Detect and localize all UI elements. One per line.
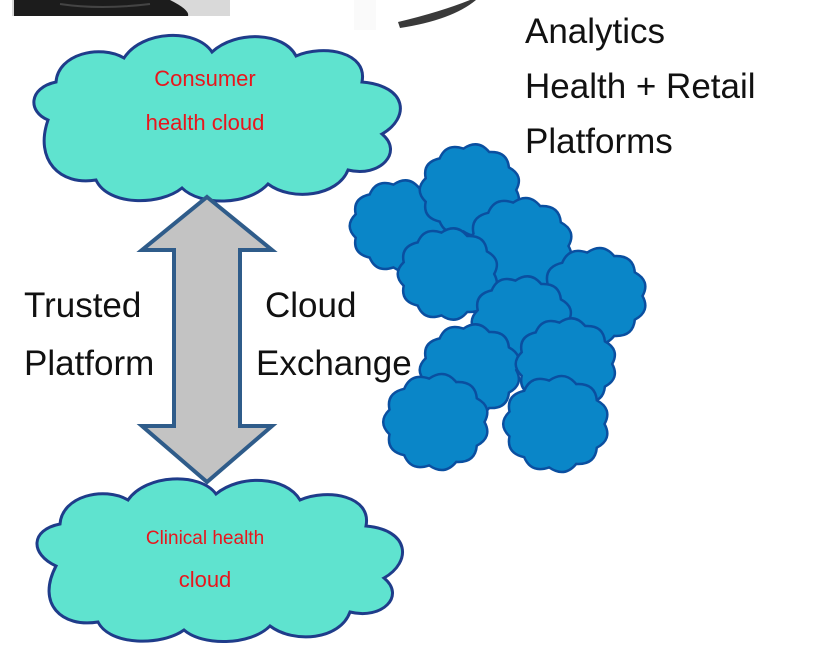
cluster-cloud-4 (396, 227, 499, 321)
label-cloud: Cloud (265, 286, 357, 325)
analytics-heading: Analytics Health + Retail Platforms (525, 4, 756, 169)
white-tab (354, 0, 376, 30)
clinical-health-cloud-shape (35, 477, 404, 644)
cloud-cluster (348, 143, 647, 474)
heading-line-3: Platforms (525, 122, 673, 161)
label-platform: Platform (24, 344, 155, 383)
label-exchange: Exchange (256, 344, 412, 383)
clinical-cloud-label-1: Clinical health (145, 528, 265, 549)
curve-fragment (398, 0, 476, 28)
double-arrow (136, 194, 278, 485)
consumer-cloud-label-2: health cloud (145, 110, 265, 135)
consumer-cloud-label-1: Consumer (154, 66, 256, 91)
label-trusted: Trusted (24, 286, 142, 325)
clinical-cloud-label-2: cloud (178, 567, 232, 592)
consumer-health-cloud-shape (32, 33, 402, 203)
cluster-cloud-10 (501, 374, 609, 474)
cluster-cloud-9 (381, 372, 489, 472)
heading-line-1: Analytics (525, 12, 666, 51)
heading-line-2: Health + Retail (525, 67, 756, 106)
photo-fragment (12, 0, 230, 16)
